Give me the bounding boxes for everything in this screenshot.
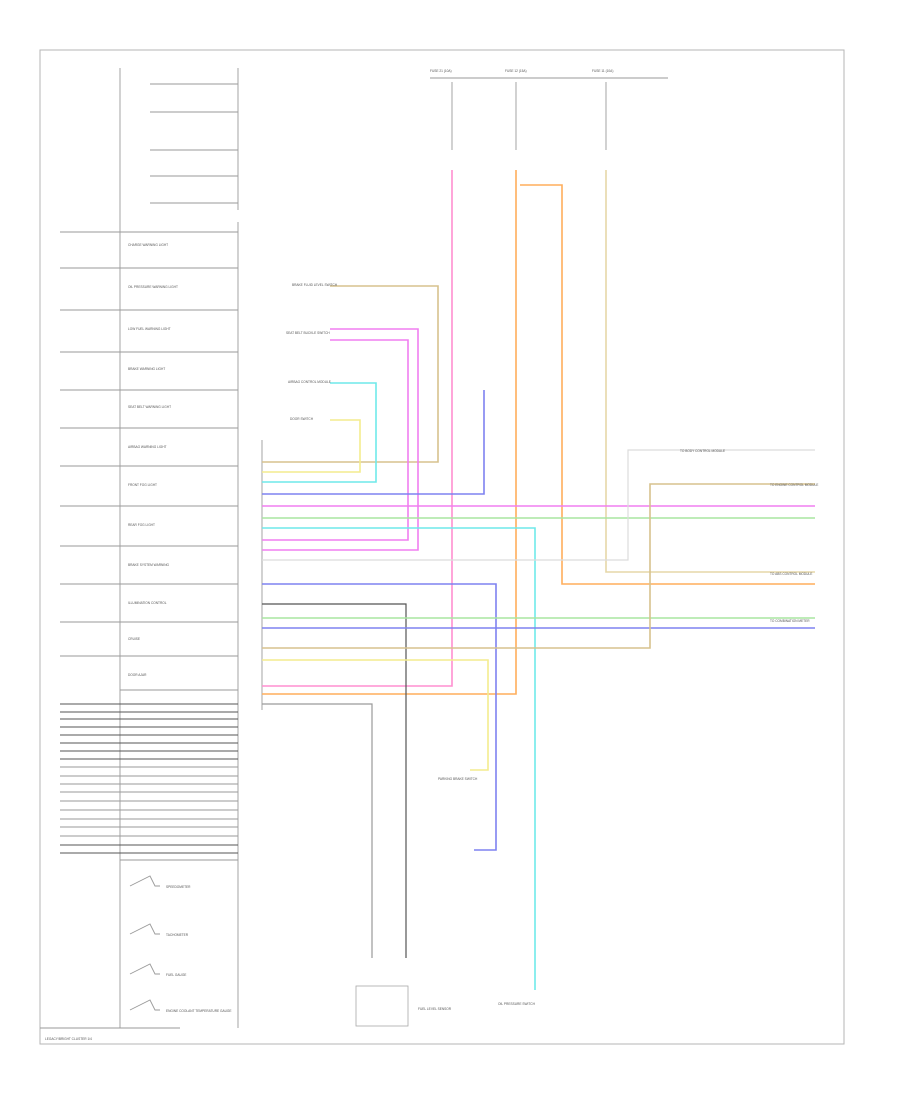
cluster-label-12: DOOR AJAR <box>128 673 147 677</box>
gauge-switch-3 <box>129 963 160 975</box>
cluster-input-rows <box>60 703 238 854</box>
yellow-wire-lower <box>262 659 489 771</box>
light-gray-wire <box>262 449 815 561</box>
yellow-wire-upper <box>262 419 361 473</box>
bottom-component-1: FUEL LEVEL SENSOR <box>418 1007 452 1011</box>
gauge-label-1: SPEEDOMETER <box>166 885 191 889</box>
top-warning-lamps <box>150 83 238 204</box>
left-components: BRAKE FLUID LEVEL SWITCH SEAT BELT BUCKL… <box>286 283 338 421</box>
right-connections: TO BODY CONTROL MODULE TO ENGINE CONTROL… <box>680 449 818 623</box>
dark-wire <box>262 603 407 958</box>
cream-wire-right <box>605 170 815 573</box>
bottom-component-3: PARKING BRAKE SWITCH <box>438 777 478 781</box>
source-label-1: FUSE 21 (10A) <box>430 69 452 73</box>
right-connection-1: TO BODY CONTROL MODULE <box>680 449 725 453</box>
cluster-indicator-rows <box>60 231 238 657</box>
source-label-2: FUSE 12 (15A) <box>505 69 527 73</box>
gauge-label-4: ENGINE COOLANT TEMPERATURE GAUGE <box>166 1009 232 1013</box>
cyan-wire-upper <box>262 382 377 483</box>
cluster-label-1: CHARGE WARNING LIGHT <box>128 243 168 247</box>
cluster-label-11: CRUISE <box>128 637 140 641</box>
cluster-label-6: AIRBAG WARNING LIGHT <box>128 445 167 449</box>
left-component-4: DOOR SWITCH <box>290 417 314 421</box>
tan-wire <box>262 285 439 463</box>
orange-wire <box>262 170 517 695</box>
cluster-label-10: ILLUMINATION CONTROL <box>128 601 167 605</box>
cluster-label-2: OIL PRESSURE WARNING LIGHT <box>128 285 178 289</box>
cluster-label-9: BRAKE SYSTEM WARNING <box>128 563 169 567</box>
bottom-components: FUEL LEVEL SENSOR OIL PRESSURE SWITCH PA… <box>355 777 536 1027</box>
right-connection-4: TO COMBINATION METER <box>770 619 810 623</box>
pink-wire <box>262 170 453 687</box>
blue-wire-lower <box>262 583 497 851</box>
cluster-label-4: BRAKE WARNING LIGHT <box>128 367 165 371</box>
gauge-label-2: TACHOMETER <box>166 933 189 937</box>
instrument-cluster: CHARGE WARNING LIGHT OIL PRESSURE WARNIN… <box>60 68 239 1028</box>
left-component-2: SEAT BELT BUCKLE SWITCH <box>286 331 330 335</box>
magenta-wire-2 <box>262 339 409 541</box>
source-label-3: FUSE 11 (10A) <box>592 69 613 73</box>
gauge-switch-1 <box>129 875 160 887</box>
cluster-label-8: REAR FOG LIGHT <box>128 523 155 527</box>
magenta-wire-1 <box>262 328 419 551</box>
diagram-frame <box>39 49 845 1045</box>
bottom-label: LEGACY/BRIGHT CLUSTER 1/4 <box>45 1037 92 1041</box>
cyan-wire-long <box>262 527 536 990</box>
power-sources: FUSE 21 (10A) FUSE 12 (15A) FUSE 11 (10A… <box>430 69 668 150</box>
gray-wire <box>262 703 373 958</box>
cluster-gauges: SPEEDOMETER TACHOMETER FUEL GAUGE ENGINE… <box>129 875 232 1013</box>
right-connection-2: TO ENGINE CONTROL MODULE <box>770 483 818 487</box>
bottom-component-2: OIL PRESSURE SWITCH <box>498 1002 536 1006</box>
right-connection-3: TO ABS CONTROL MODULE <box>770 572 812 576</box>
orange-wire-right <box>520 184 815 585</box>
wires <box>262 170 815 990</box>
cluster-label-3: LOW FUEL WARNING LIGHT <box>128 327 171 331</box>
gauge-switch-4 <box>129 999 160 1011</box>
fuel-sender-box <box>355 985 409 1027</box>
tan-wire-right <box>262 483 815 649</box>
gauge-label-3: FUEL GAUGE <box>166 973 186 977</box>
cluster-label-7: FRONT FOG LIGHT <box>128 483 157 487</box>
cluster-label-5: SEAT BELT WARNING LIGHT <box>128 405 171 409</box>
blue-wire-upper <box>262 390 485 495</box>
gauge-switch-2 <box>129 923 160 935</box>
left-component-3: AIRBAG CONTROL MODULE <box>288 380 331 384</box>
left-component-1: BRAKE FLUID LEVEL SWITCH <box>292 283 338 287</box>
